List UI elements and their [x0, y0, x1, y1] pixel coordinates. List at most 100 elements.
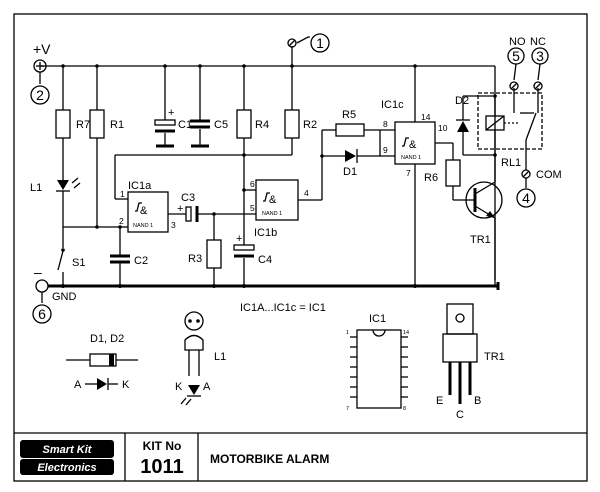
svg-text:IC1b: IC1b	[254, 227, 277, 239]
svg-text:5: 5	[250, 203, 255, 213]
r3-resistor	[206, 239, 222, 269]
r1-resistor	[89, 109, 105, 139]
svg-text:3: 3	[171, 220, 176, 230]
tr-tab-legend	[446, 303, 474, 335]
led-top-view	[184, 311, 204, 331]
svg-text:&: &	[140, 205, 148, 217]
svg-text:IC1a: IC1a	[128, 180, 152, 192]
svg-text:L1: L1	[214, 351, 226, 363]
svg-text:R2: R2	[303, 119, 317, 131]
minus-label: –	[34, 264, 42, 280]
kit-title: MOTORBIKE ALARM	[210, 452, 329, 466]
svg-text:NC: NC	[530, 36, 546, 48]
svg-text:&: &	[409, 139, 417, 151]
svg-text:K: K	[122, 379, 130, 391]
led-symbol-legend	[188, 385, 200, 395]
svg-text:3: 3	[536, 48, 544, 64]
gnd-terminal	[35, 279, 49, 293]
svg-text:+: +	[168, 107, 174, 119]
svg-text:S1: S1	[72, 257, 85, 269]
svg-text:1: 1	[120, 189, 125, 199]
svg-text:Electronics: Electronics	[37, 462, 96, 474]
svg-text:K: K	[175, 381, 183, 393]
svg-text:A: A	[74, 379, 82, 391]
terminal-2-marker	[30, 85, 50, 105]
svg-text:B: B	[474, 395, 481, 407]
svg-text:TR1: TR1	[484, 351, 505, 363]
svg-text:D1, D2: D1, D2	[90, 333, 124, 345]
svg-text:2: 2	[36, 87, 44, 103]
svg-text:8: 8	[403, 406, 406, 412]
svg-text:D1: D1	[343, 166, 357, 178]
r2-resistor	[284, 109, 300, 139]
ic1a-gate	[127, 191, 169, 233]
svg-text:A: A	[203, 381, 211, 393]
svg-text:IC1c: IC1c	[381, 99, 404, 111]
plus-v-label: +V	[33, 41, 51, 57]
svg-text:NAND 1: NAND 1	[401, 155, 421, 161]
c4-capacitor	[233, 244, 255, 251]
svg-text:4: 4	[522, 190, 530, 206]
svg-text:C: C	[456, 409, 464, 421]
d1-diode	[345, 150, 356, 162]
r5-resistor	[335, 123, 365, 137]
svg-text:C5: C5	[214, 119, 228, 131]
svg-text:+: +	[177, 203, 183, 215]
ic-package-legend	[356, 329, 402, 409]
svg-text:C2: C2	[134, 255, 148, 267]
svg-text:C3: C3	[181, 192, 195, 204]
svg-text:R7: R7	[76, 119, 90, 131]
ic-note: IC1A...IC1c = IC1	[240, 302, 326, 314]
led-side-view	[184, 334, 204, 351]
c3-capacitor	[185, 206, 192, 222]
svg-text:NO: NO	[509, 36, 526, 48]
terminal-6-marker	[32, 304, 52, 324]
svg-text:R6: R6	[424, 172, 438, 184]
svg-text:7: 7	[346, 406, 349, 412]
no-terminal	[509, 81, 519, 91]
svg-text:R1: R1	[110, 119, 124, 131]
svg-text:R3: R3	[188, 253, 202, 265]
l1-led-symbol	[57, 180, 69, 190]
r7-resistor	[55, 109, 71, 139]
svg-text:COM: COM	[536, 169, 562, 181]
svg-text:2: 2	[119, 216, 124, 226]
svg-text:7: 7	[406, 168, 411, 178]
svg-text:14: 14	[403, 330, 409, 336]
svg-text:14: 14	[421, 112, 431, 122]
svg-text:4: 4	[304, 188, 309, 198]
svg-text:5: 5	[512, 48, 520, 64]
kit-no-label: KIT No	[143, 439, 182, 453]
d2-diode	[457, 121, 469, 132]
svg-text:L1: L1	[30, 182, 42, 194]
brand-logo: Smart Kit Electronics	[20, 440, 114, 475]
svg-text:6: 6	[38, 306, 46, 322]
c1-capacitor	[154, 119, 176, 126]
svg-text:C4: C4	[258, 254, 272, 266]
r6-resistor	[445, 159, 461, 187]
svg-text:NAND 1: NAND 1	[133, 223, 153, 229]
rl1-relay-frame	[477, 92, 543, 150]
svg-text:1: 1	[316, 35, 324, 51]
diode-symbol-legend	[97, 378, 107, 390]
s1-switch	[57, 250, 64, 271]
svg-text:R5: R5	[342, 109, 356, 121]
svg-text:RL1: RL1	[501, 157, 521, 169]
r4-resistor	[236, 109, 252, 139]
gnd-label: GND	[52, 291, 77, 303]
terminal-1-marker	[310, 33, 330, 53]
svg-text:6: 6	[250, 179, 255, 189]
page-border	[13, 13, 588, 482]
tr1-transistor	[465, 181, 503, 219]
svg-text:1: 1	[346, 330, 349, 336]
svg-text:C1: C1	[178, 119, 192, 131]
svg-text:9: 9	[383, 145, 388, 155]
kit-number: 1011	[140, 456, 183, 478]
nc-terminal	[533, 81, 543, 91]
svg-text:IC1: IC1	[369, 313, 386, 325]
svg-text:10: 10	[438, 123, 448, 133]
tr-body-legend	[442, 333, 478, 363]
svg-text:&: &	[269, 194, 277, 206]
